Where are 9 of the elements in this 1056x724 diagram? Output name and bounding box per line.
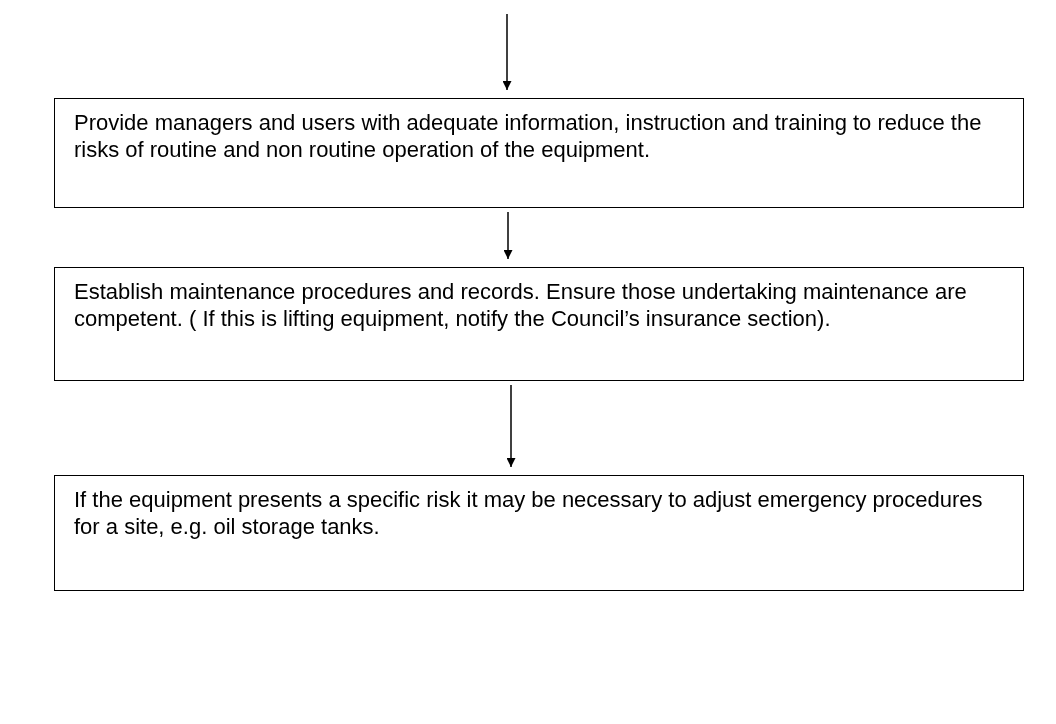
process-box bbox=[54, 267, 1024, 381]
arrow bbox=[502, 13, 512, 91]
arrow bbox=[503, 211, 513, 260]
box-text: If the equipment presents a specific risk it may be necessary to adjust emergency procedures for a site, e.g. oil storage tanks. bbox=[74, 486, 984, 540]
box-text: Establish maintenance procedures and records. Ensure those undertaking maintenance are competent. ( If this is lifting equipment, notify the Council’s insurance section). bbox=[74, 278, 968, 332]
process-box bbox=[54, 98, 1024, 208]
process-box bbox=[54, 475, 1024, 591]
box-text: Provide managers and users with adequate information, instruction and training to reduce the risks of routine and non routine operation of the equipment. bbox=[74, 109, 983, 163]
arrow bbox=[506, 384, 516, 468]
